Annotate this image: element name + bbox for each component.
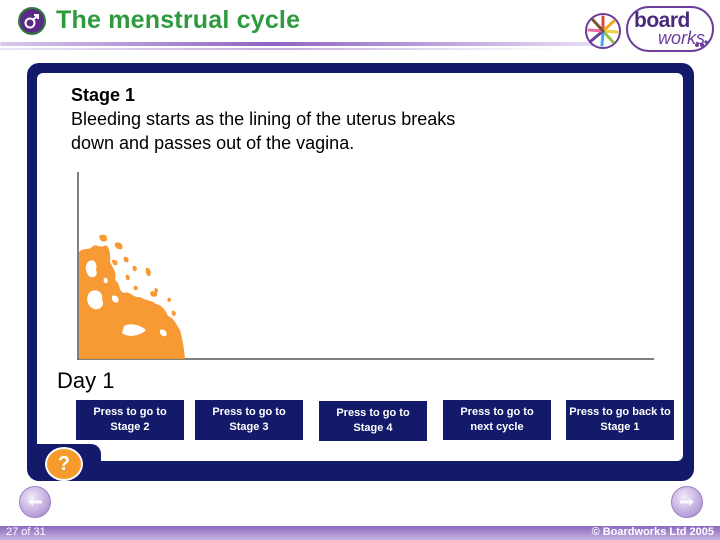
previous-slide-button[interactable] bbox=[19, 486, 51, 518]
copyright-notice: © Boardworks Ltd 2005 bbox=[591, 526, 714, 538]
go-to-next-cycle-button[interactable]: Press to go to next cycle bbox=[443, 400, 551, 440]
back-arrow-icon bbox=[28, 498, 42, 506]
boardworks-logo: board works bbox=[626, 6, 714, 52]
go-back-to-stage-1-button[interactable]: Press to go back to Stage 1 bbox=[566, 400, 674, 440]
stage-description: Bleeding starts as the lining of the ute… bbox=[71, 109, 456, 153]
logo-board-text: board bbox=[634, 9, 690, 32]
title-underline bbox=[0, 42, 600, 46]
next-slide-button[interactable] bbox=[671, 486, 703, 518]
lining-gaps bbox=[85, 260, 167, 337]
slide-counter: 27 of 31 bbox=[6, 526, 46, 538]
stage-heading: Stage 1 bbox=[71, 85, 136, 105]
gender-symbol-icon bbox=[18, 7, 46, 35]
content-panel bbox=[37, 73, 683, 461]
forward-arrow-icon bbox=[680, 498, 694, 506]
uterus-lining-shape bbox=[79, 234, 185, 359]
logo-dots-icon bbox=[695, 40, 708, 47]
logo-works-text: works bbox=[658, 28, 706, 48]
go-to-stage-4-button[interactable]: Press to go to Stage 4 bbox=[319, 401, 427, 441]
page-title: The menstrual cycle bbox=[56, 6, 301, 34]
boardworks-wheel-icon bbox=[585, 13, 621, 49]
go-to-stage-3-button[interactable]: Press to go to Stage 3 bbox=[195, 400, 303, 440]
go-to-stage-2-button[interactable]: Press to go to Stage 2 bbox=[76, 400, 184, 440]
footer-bar bbox=[0, 526, 720, 540]
help-button[interactable]: ? bbox=[45, 447, 83, 481]
title-underline-secondary bbox=[0, 48, 560, 50]
day-label: Day 1 bbox=[57, 368, 115, 393]
